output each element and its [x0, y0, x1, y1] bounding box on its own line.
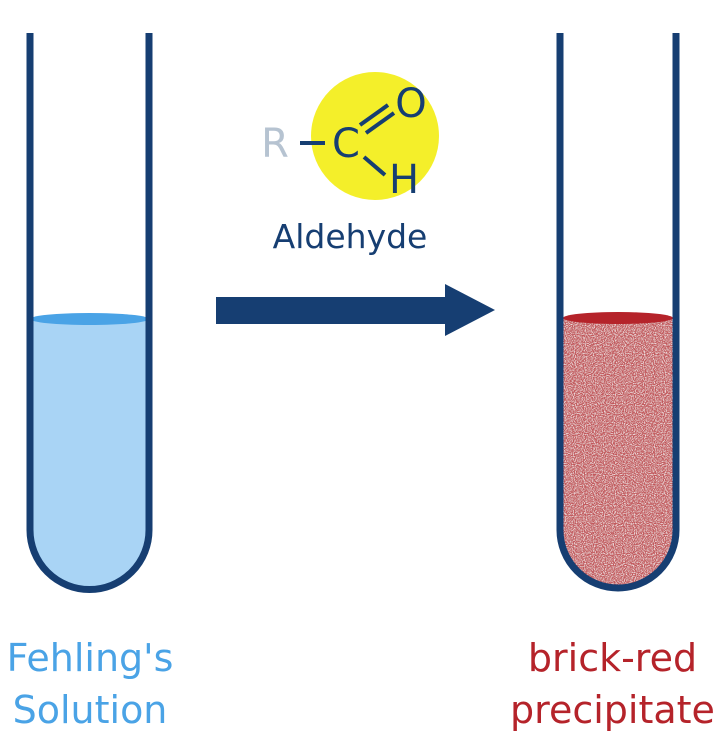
fehling-solution-label-line1: Fehling's [6, 636, 174, 680]
precipitate-surface [563, 312, 673, 324]
aldehyde-label: Aldehyde [272, 217, 428, 256]
reaction-arrow [216, 284, 495, 336]
aldehyde-group-highlight [311, 72, 439, 200]
aldehyde-structure: R C O H [261, 72, 439, 203]
precipitate-fill [563, 318, 673, 585]
arrow-head [445, 284, 495, 336]
r-group-label: R [261, 121, 289, 167]
precipitate-label-line1: brick-red [527, 636, 698, 680]
right-test-tube [556, 33, 680, 592]
c-o-double-bond-1 [358, 103, 390, 127]
hydrogen-atom-label: H [389, 157, 419, 203]
fehling-solution-liquid [30, 319, 149, 590]
c-h-bond [362, 155, 387, 177]
precipitate-label-line2: precipitate [510, 688, 715, 732]
left-test-tube [26, 33, 153, 593]
arrow-shaft [216, 297, 448, 324]
right-tube-outline [556, 33, 680, 592]
oxygen-atom-label: O [395, 81, 426, 127]
left-tube-outline [26, 33, 153, 593]
carbon-atom-label: C [332, 121, 360, 167]
fehling-solution-label-line2: Solution [12, 688, 168, 732]
c-o-double-bond-2 [364, 111, 396, 135]
fehling-solution-surface [30, 313, 149, 325]
